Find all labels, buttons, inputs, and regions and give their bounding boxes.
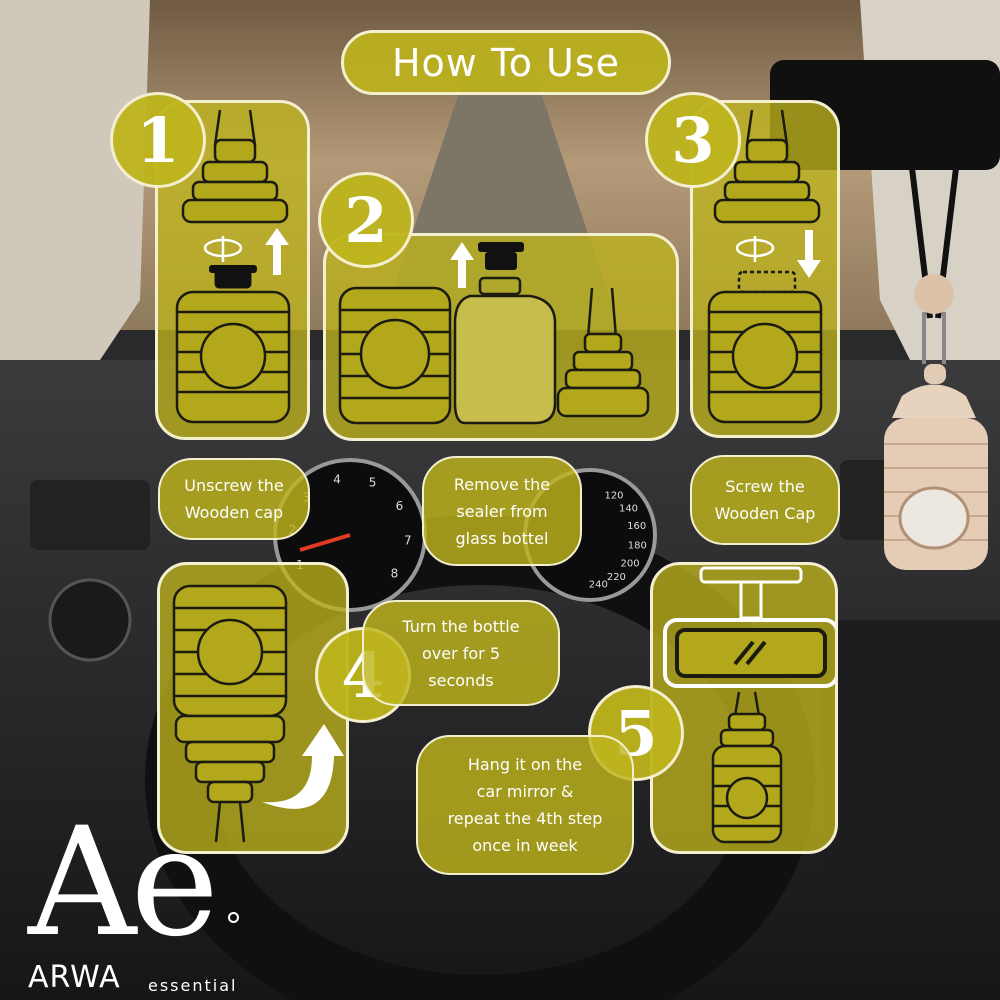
step-1-illustration <box>175 109 291 424</box>
wooden-diffuser-product <box>884 168 988 570</box>
rpm-tick-6: 6 <box>396 499 404 513</box>
step-1-number: 1 <box>110 92 206 188</box>
windshield-frame-left <box>0 0 150 440</box>
hanging-bottle-icon <box>711 691 783 844</box>
wooden-cap-icon <box>556 287 650 418</box>
step-2-number: 2 <box>318 172 414 268</box>
wooden-cap-icon <box>713 109 821 224</box>
screw-rotation-icon <box>735 236 775 262</box>
step-2-caption: Remove the sealer from glass bottel <box>422 456 582 566</box>
inverted-bottle-icon <box>172 584 288 843</box>
rpm-tick-5: 5 <box>369 476 377 490</box>
arrow-down-icon <box>797 230 821 278</box>
speed-tick-240: 240 <box>589 579 608 590</box>
speed-tick-200: 200 <box>621 558 640 569</box>
rpm-tick-8: 8 <box>391 566 399 580</box>
wooden-bottle-icon <box>175 290 291 424</box>
brand-monogram: Ae <box>28 796 219 970</box>
speed-tick-220: 220 <box>607 572 626 583</box>
logo-dot-icon <box>228 912 239 923</box>
step-3-illustration <box>707 109 823 424</box>
speed-tick-140: 140 <box>619 503 638 514</box>
wooden-bottle-icon <box>338 286 452 425</box>
turn-arrow-icon <box>262 724 344 809</box>
unscrew-rotation-icon <box>203 236 243 262</box>
step-4-illustration <box>172 584 344 843</box>
brand-name: ARWA <box>28 960 121 995</box>
rearview-mirror-icon <box>663 566 835 688</box>
step-3-caption: Screw the Wooden Cap <box>690 455 840 545</box>
step-3-number: 3 <box>645 92 741 188</box>
glass-bottle-icon <box>453 276 557 425</box>
wooden-bottle-icon <box>707 270 823 424</box>
rpm-tick-4: 4 <box>333 472 341 486</box>
light-switch-dial <box>48 578 132 662</box>
rpm-tick-7: 7 <box>404 533 412 547</box>
arrow-up-icon <box>265 228 289 275</box>
page-title: How To Use <box>341 30 671 95</box>
step-2-illustration <box>338 242 650 425</box>
air-vent-left <box>30 480 150 550</box>
step-5-caption: Hang it on the car mirror & repeat the 4… <box>416 735 634 875</box>
wooden-cap-icon <box>181 109 289 224</box>
brand-suffix: essential <box>148 976 238 995</box>
arrow-up-icon <box>450 242 474 288</box>
speed-tick-180: 180 <box>628 540 647 551</box>
center-console <box>820 620 1000 870</box>
step-4-caption: Turn the bottle over for 5 seconds <box>362 600 560 706</box>
speed-tick-120: 120 <box>604 490 623 501</box>
speed-tick-160: 160 <box>627 521 646 532</box>
step-1-caption: Unscrew the Wooden cap <box>158 458 310 540</box>
bottle-sealer-icon <box>478 242 524 270</box>
step-5-illustration <box>663 566 835 844</box>
